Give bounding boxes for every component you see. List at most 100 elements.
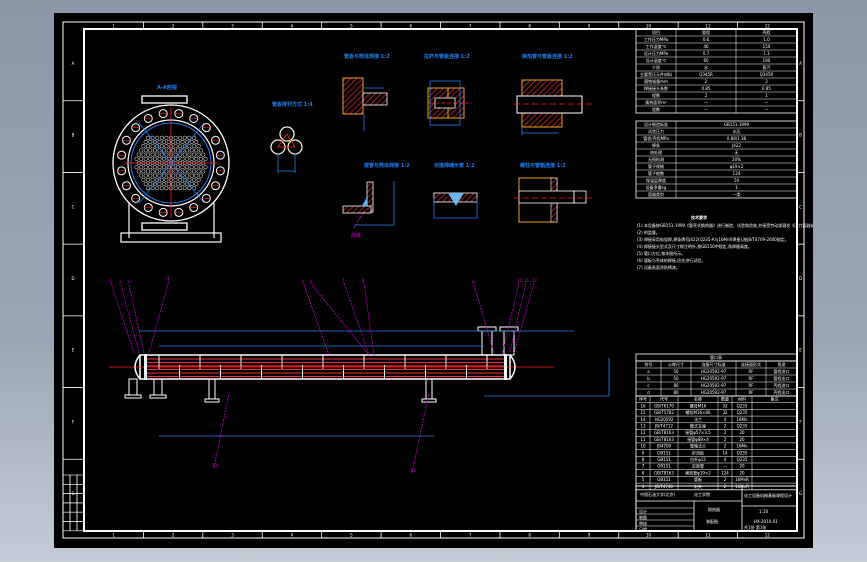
tube <box>148 165 153 170</box>
table-cell: 接管φ89×4 <box>687 436 709 442</box>
tube <box>162 139 167 145</box>
table-cell: Q345R <box>699 72 713 77</box>
title-block-role: 设计 <box>639 508 647 514</box>
tube <box>187 169 192 174</box>
tube <box>157 156 162 161</box>
title-block-role: 制图 <box>639 514 647 520</box>
end-view-label: A-A剖视 <box>157 84 177 91</box>
tube <box>194 181 199 187</box>
tube <box>187 144 192 149</box>
table-cell: GB151 <box>657 464 671 469</box>
table-header-cell: 符号 <box>645 361 653 367</box>
leader-line <box>303 284 330 356</box>
tube <box>143 165 148 170</box>
tube <box>194 165 199 170</box>
tube <box>175 148 180 153</box>
tube <box>173 152 178 157</box>
tube <box>157 165 162 170</box>
table-cell: 12 <box>640 430 646 435</box>
table-cell: 螺栓M16×80 <box>686 409 711 415</box>
tube <box>182 135 187 140</box>
tube <box>143 148 148 153</box>
zone-column-label: 6 <box>410 533 413 538</box>
weld-callout: 焊缝 <box>351 232 361 239</box>
detail-1: 管板与筒体焊接 1:2 <box>342 53 390 131</box>
table-cell: GB151 <box>657 457 671 462</box>
tube <box>182 152 187 157</box>
table-cell: 32 <box>722 403 728 408</box>
table-cell: 7 <box>642 464 645 469</box>
part-number: 14 <box>410 468 416 473</box>
table-cell: 管子根数 <box>648 170 664 176</box>
tube <box>194 173 199 178</box>
zone-column-label: 6 <box>410 24 413 29</box>
project-name: 化工设备机械基础课程设计 <box>744 492 792 498</box>
tube <box>143 156 148 161</box>
table-cell: 定距管 <box>692 463 704 469</box>
zone-row-label: D <box>71 276 74 281</box>
table-header-cell: 序号 <box>639 396 647 402</box>
table-cell: 一类 <box>733 191 741 197</box>
detail-5: 对接焊缝示意 1:2 <box>433 162 478 219</box>
requirement-item: (7) 设备表面涂防锈漆。 <box>637 264 680 270</box>
requirement-item: (6) 管板与壳体的焊接,应先进行试验。 <box>637 257 705 263</box>
tube <box>155 169 160 174</box>
part-number: 13 <box>212 463 218 468</box>
tube <box>173 177 178 182</box>
part-number: 12 <box>532 278 538 283</box>
zone-row-label: E <box>72 348 75 353</box>
leader-line <box>343 282 370 356</box>
detail-3: 换热管与管板连接 1:2 <box>514 53 594 135</box>
table-cell: 124 <box>721 470 729 475</box>
table-cell: 9 <box>642 450 645 455</box>
detail-2: 拉杆与管板连接 1:2 <box>424 53 472 126</box>
detail-5-label: 对接焊缝示意 1:2 <box>434 162 475 169</box>
tube <box>145 135 151 140</box>
table-cell: 16MnR <box>735 477 749 482</box>
tube <box>164 144 169 149</box>
table-cell: — <box>704 100 708 105</box>
tube <box>180 156 185 161</box>
end-view: A-A剖视 <box>112 84 230 243</box>
table-cell: 4 <box>724 457 727 462</box>
table-cell: GB151 <box>657 477 671 482</box>
tube <box>203 156 208 161</box>
table-cell: 焊接接头系数 <box>644 85 668 91</box>
table-cell: 50 <box>734 178 740 183</box>
tube <box>152 165 157 170</box>
table-cell: 80 <box>673 383 679 388</box>
zone-column-label: 4 <box>291 533 294 538</box>
table-cell: 蒸汽 <box>763 64 771 70</box>
tube <box>166 139 171 145</box>
requirement-item: (4) 焊接接头型式及尺寸除注明外,按GB150中规定,角焊缝高度。 <box>637 243 752 249</box>
tube <box>166 173 171 178</box>
tube <box>201 169 206 174</box>
leader-line <box>148 280 170 354</box>
title-block-role: 日期 <box>639 526 647 532</box>
table-cell: 腐蚀裕量mm <box>644 78 668 84</box>
leader-line <box>473 284 495 354</box>
scale: 1:10 <box>759 509 768 514</box>
table-cell: 2 <box>724 424 727 429</box>
tube <box>173 186 178 191</box>
tube <box>189 139 194 145</box>
table-cell: — <box>765 100 769 105</box>
requirement-item: (1) 本设备按GB151-1999《管壳式换热器》进行制造、试验和验收,并接受… <box>637 222 813 228</box>
table-cell: 10 <box>640 444 646 449</box>
detail-4: 接管与筒体焊接 1:2 焊缝 <box>342 162 410 239</box>
table-cell: 试验压力 <box>648 128 664 134</box>
tube <box>162 181 167 187</box>
tube <box>159 135 164 140</box>
table-cell: 2 <box>705 93 708 98</box>
table-cell: 折流板 <box>692 449 704 455</box>
table-header-cell: 连接面形式 <box>741 361 761 367</box>
tube <box>166 165 171 170</box>
tube <box>175 139 180 145</box>
tube <box>191 152 197 157</box>
requirements-title: 技术要求 <box>691 214 708 220</box>
table-cell: 80 <box>673 390 679 395</box>
table-cell: RF <box>748 376 754 381</box>
leader-line <box>213 392 230 469</box>
part-number: 7 <box>342 278 345 283</box>
